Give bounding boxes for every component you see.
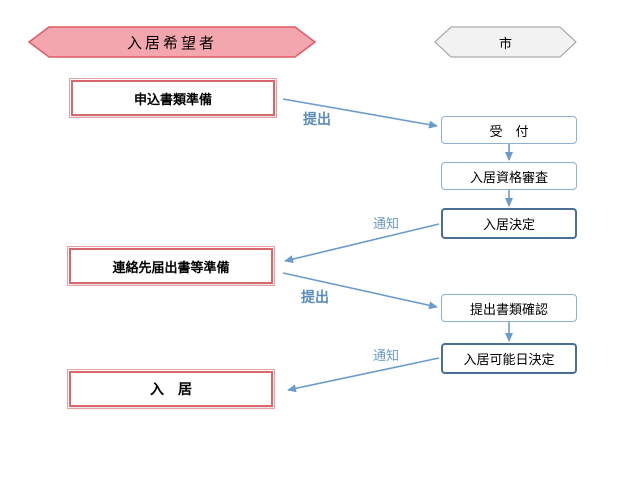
arrow-label-submit-2: 提出 [301, 290, 329, 306]
applicant-header-label: 入居希望者 [126, 33, 217, 52]
applicant-header-shape [27, 26, 317, 58]
step-eligibility-review: 入居資格審査 [441, 162, 577, 190]
step-prepare-contact-form: 連絡先届出書等準備 [67, 246, 275, 286]
step-move-in: 入 居 [67, 369, 275, 409]
city-header-shape [434, 26, 577, 58]
city-header: 市 [433, 26, 578, 58]
arrow-label-submit-1: 提出 [303, 112, 331, 128]
step-move-in-date-decision: 入居可能日決定 [441, 343, 577, 374]
step-document-check: 提出書類確認 [441, 294, 577, 322]
city-header-label: 市 [498, 36, 512, 52]
step-reception: 受 付 [441, 116, 577, 144]
applicant-header: 入居希望者 [27, 26, 317, 58]
arrow-notify-1 [284, 223, 440, 264]
arrow-label-notify-2: 通知 [373, 349, 400, 364]
step-move-in-decision: 入居決定 [441, 208, 577, 239]
arrow-label-notify-1: 通知 [373, 217, 400, 232]
arrow-submit-2 [282, 272, 438, 310]
arrow-notify-2 [287, 357, 440, 393]
arrow-submit-1 [282, 98, 438, 129]
step-prepare-application: 申込書類準備 [69, 78, 277, 118]
